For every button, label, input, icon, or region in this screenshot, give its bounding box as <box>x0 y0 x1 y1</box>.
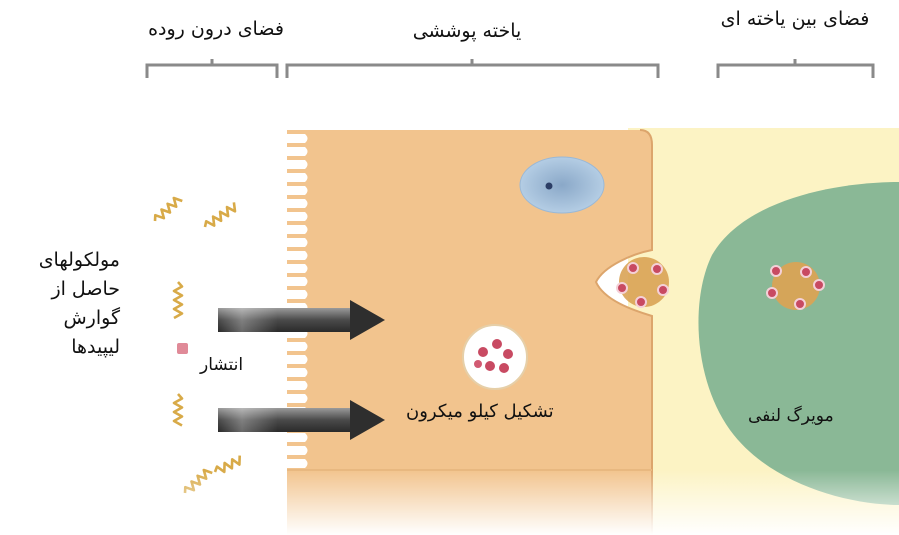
microvillus-gap <box>287 160 308 169</box>
lipid-chain <box>155 198 182 221</box>
microvillus-gap <box>287 225 308 234</box>
lymph-chylo-dot <box>801 267 811 277</box>
lipid-chain <box>205 202 235 227</box>
lymph-chylo-dot <box>795 299 805 309</box>
lipid-chain <box>174 394 182 426</box>
lipid-chain <box>215 456 240 472</box>
microvillus-gap <box>287 290 308 299</box>
microvillus-gap <box>287 433 308 442</box>
vesicle-dot <box>492 339 502 349</box>
interstitial-bracket <box>718 59 873 78</box>
bottom-fade <box>140 470 899 535</box>
microvillus-gap <box>287 199 308 208</box>
label-lipid-digestion-molecules: مولکولهای حاصل از گوارش لیپیدها <box>10 246 120 362</box>
lipid-head <box>177 343 188 354</box>
microvillus-gap <box>287 355 308 364</box>
lumen-bracket <box>147 59 277 78</box>
nucleolus <box>546 183 553 190</box>
vesicle-dot <box>499 363 509 373</box>
lymph-chylo-dot <box>814 280 824 290</box>
chylo-dot <box>652 264 662 274</box>
microvillus-gap <box>287 342 308 351</box>
vesicle-dot <box>474 360 482 368</box>
lipid-molecules <box>155 198 240 493</box>
chylo-dot <box>617 283 627 293</box>
microvillus-gap <box>287 446 308 455</box>
lipid-chain <box>174 282 182 318</box>
cell-nucleus <box>520 157 604 213</box>
microvillus-gap <box>287 212 308 221</box>
label-epithelial-cell: یاخته پوششی <box>413 20 522 43</box>
label-lymph-capillary: مویرگ لنفی <box>748 406 834 426</box>
lymph-chylo-dot <box>771 266 781 276</box>
vesicle-dot <box>478 347 488 357</box>
vesicle-dot <box>485 361 495 371</box>
microvillus-gap <box>287 459 308 468</box>
microvillus-gap <box>287 186 308 195</box>
label-lumen: فضای درون روده <box>148 18 284 41</box>
vesicle-dot <box>503 349 513 359</box>
epithelial-bracket <box>287 59 658 78</box>
microvillus-gap <box>287 368 308 377</box>
chylo-dot <box>628 263 638 273</box>
microvillus-gap <box>287 381 308 390</box>
chylo-dot <box>658 285 668 295</box>
microvillus-gap <box>287 147 308 156</box>
microvillus-gap <box>287 173 308 182</box>
lymph-chylo-dot <box>767 288 777 298</box>
microvillus-gap <box>287 394 308 403</box>
microvillus-gap <box>287 251 308 260</box>
label-chylomicron-formation: تشکیل کیلو میکرون <box>406 401 554 423</box>
chylo-dot <box>636 297 646 307</box>
chylomicron-vesicle <box>463 325 527 389</box>
chylomicron-exiting <box>617 257 669 307</box>
microvillus-gap <box>287 264 308 273</box>
label-diffusion: انتشار <box>200 355 243 375</box>
microvillus-gap <box>287 238 308 247</box>
label-interstitial-space: فضای بین یاخته ای <box>721 8 870 31</box>
microvillus-gap <box>287 134 308 143</box>
microvillus-gap <box>287 277 308 286</box>
